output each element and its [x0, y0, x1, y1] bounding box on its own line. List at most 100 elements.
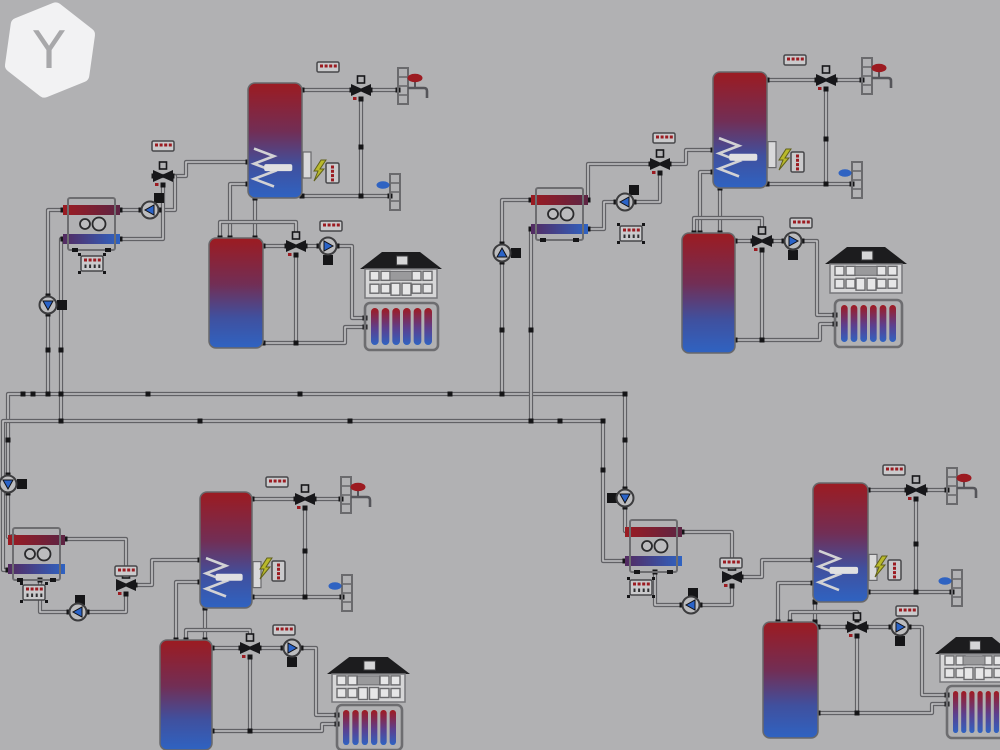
buffer-tank[interactable] [762, 621, 819, 739]
pipe[interactable] [212, 657, 253, 734]
mixing-valve[interactable] [351, 75, 371, 100]
radiator[interactable] [363, 301, 440, 352]
pipe[interactable] [669, 147, 713, 167]
pipe[interactable] [337, 243, 365, 321]
radiator[interactable] [945, 684, 1000, 740]
controller-display[interactable] [325, 162, 340, 184]
cold-water-tap[interactable] [376, 173, 401, 211]
dhw-storage-tank[interactable] [199, 491, 262, 609]
pipe[interactable] [217, 219, 299, 238]
pipe[interactable] [250, 721, 337, 734]
controller-display[interactable] [271, 560, 286, 582]
pipe[interactable] [735, 250, 765, 343]
buffer-tank[interactable] [208, 237, 264, 349]
circulation-pump[interactable] [492, 243, 522, 263]
buffer-tank[interactable] [681, 232, 736, 354]
mixing-valve[interactable] [650, 149, 670, 174]
controller-display[interactable] [882, 464, 906, 476]
cold-water-tap[interactable] [328, 574, 353, 612]
cold-water-tap[interactable] [838, 161, 863, 199]
pipe[interactable] [741, 557, 813, 580]
pipe[interactable] [172, 159, 248, 179]
house[interactable] [825, 247, 907, 294]
pipe[interactable] [499, 197, 531, 244]
controller-display[interactable] [617, 223, 645, 244]
circulation-pump[interactable] [140, 193, 165, 220]
district-pipe[interactable] [5, 391, 625, 475]
pipe[interactable] [588, 199, 616, 232]
pipe[interactable] [585, 161, 651, 200]
controller-display[interactable] [151, 140, 175, 152]
pipe[interactable] [802, 238, 835, 318]
controller-display[interactable] [895, 605, 919, 617]
controller-display[interactable] [265, 476, 289, 488]
circulation-pump[interactable] [282, 638, 302, 668]
controller-display[interactable] [887, 559, 902, 581]
mixing-valve[interactable] [295, 484, 315, 509]
pipe[interactable] [762, 321, 835, 343]
controller-display[interactable] [20, 582, 48, 603]
cold-water-tap[interactable] [938, 569, 963, 607]
circulation-pump[interactable] [38, 295, 68, 315]
heat-exchanger[interactable] [8, 527, 65, 582]
radiator[interactable] [833, 298, 904, 349]
circulation-pump[interactable] [615, 185, 640, 212]
pipe[interactable] [775, 580, 813, 622]
radiator[interactable] [335, 703, 404, 750]
house[interactable] [360, 252, 442, 299]
controller-display[interactable] [783, 54, 807, 66]
controller-display[interactable] [272, 624, 296, 636]
dhw-storage-tank[interactable] [247, 82, 312, 199]
circulation-pump[interactable] [0, 474, 27, 494]
hot-water-tap[interactable] [861, 57, 893, 95]
pipe[interactable] [700, 586, 735, 608]
heat-exchanger[interactable] [625, 519, 682, 574]
mixing-valve[interactable] [847, 612, 867, 637]
controller-display[interactable] [719, 557, 743, 569]
pipe[interactable] [65, 536, 129, 576]
controller-display[interactable] [790, 151, 805, 173]
controller-display[interactable] [627, 577, 655, 598]
pipe[interactable] [87, 594, 129, 615]
controller-display[interactable] [114, 565, 138, 577]
circulation-pump[interactable] [783, 231, 803, 261]
pipe[interactable] [263, 255, 299, 346]
pipe[interactable] [818, 636, 860, 716]
pipe[interactable] [296, 324, 365, 346]
pipe[interactable] [301, 645, 337, 718]
house[interactable] [327, 657, 410, 703]
mixing-valve[interactable] [240, 633, 260, 658]
pipe[interactable] [173, 579, 200, 640]
mixing-valve[interactable] [906, 475, 926, 500]
heat-exchanger[interactable] [531, 187, 588, 242]
heat-exchanger[interactable] [63, 197, 120, 252]
hot-water-tap[interactable] [340, 476, 372, 514]
mixing-valve[interactable] [752, 226, 772, 251]
circulation-pump[interactable] [318, 236, 338, 266]
buffer-tank[interactable] [159, 639, 213, 750]
mixing-valve[interactable] [816, 65, 836, 90]
dhw-storage-tank[interactable] [812, 482, 878, 603]
circulation-pump[interactable] [890, 617, 910, 647]
circulation-pump[interactable] [681, 588, 701, 615]
pipe[interactable] [135, 557, 200, 588]
pipe[interactable] [652, 572, 682, 608]
circulation-pump[interactable] [68, 595, 88, 622]
pipe[interactable] [909, 624, 947, 698]
hot-water-tap[interactable] [946, 467, 978, 505]
pipe[interactable] [787, 609, 860, 622]
pipe[interactable] [634, 173, 663, 205]
controller-display[interactable] [319, 220, 343, 232]
circulation-pump[interactable] [607, 488, 635, 508]
pipe[interactable] [682, 529, 735, 568]
hot-water-tap[interactable] [397, 67, 429, 105]
pipe[interactable] [227, 181, 248, 238]
pipe[interactable] [857, 701, 947, 716]
dhw-storage-tank[interactable] [712, 71, 777, 189]
house[interactable] [935, 637, 1000, 683]
pipe[interactable] [691, 215, 765, 233]
pipe[interactable] [183, 627, 253, 640]
controller-display[interactable] [789, 217, 813, 229]
controller-display[interactable] [652, 132, 676, 144]
controller-display[interactable] [316, 61, 340, 73]
